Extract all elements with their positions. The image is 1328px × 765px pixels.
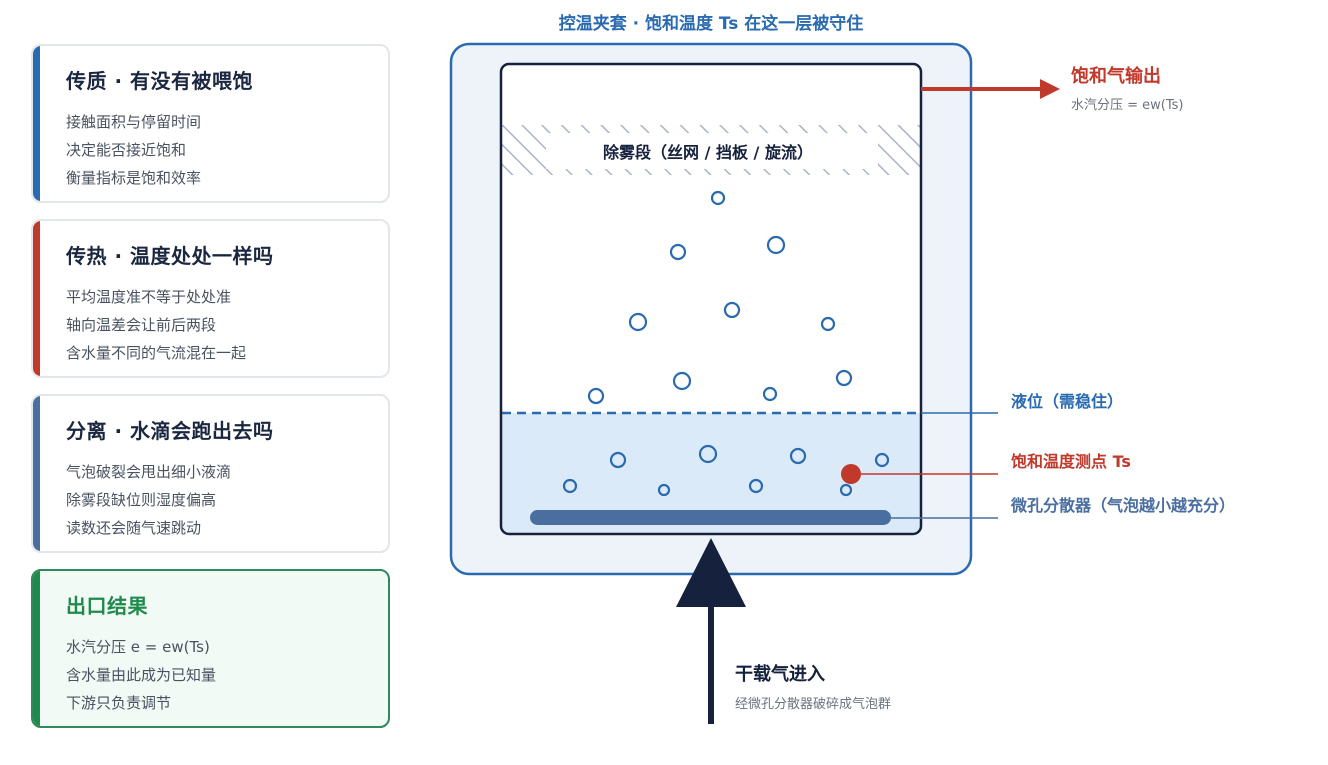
bubble xyxy=(562,478,578,494)
card-line: 含水量由此成为已知量 xyxy=(66,666,217,684)
card-line: 轴向温差会让前后两段 xyxy=(66,316,217,334)
card-line: 除雾段缺位则湿度偏高 xyxy=(66,491,217,509)
bubble xyxy=(820,316,836,332)
outlet-title: 饱和气输出 xyxy=(1071,65,1161,87)
card-line: 决定能否接近饱和 xyxy=(66,141,187,159)
bubble xyxy=(587,387,605,405)
demister-label-bg xyxy=(546,133,878,169)
bubble xyxy=(789,447,807,465)
vessel-outline xyxy=(499,62,923,536)
liquid-region xyxy=(502,413,920,533)
demister-label: 除雾段（丝网 / 挡板 / 旋流） xyxy=(603,143,813,162)
inlet-arrow-head xyxy=(676,538,746,607)
card-accent-bar xyxy=(33,571,40,726)
bubble xyxy=(609,451,627,469)
card-title: 出口结果 xyxy=(66,594,148,618)
outlet-arrow-head xyxy=(1040,79,1060,99)
sensor-label: 饱和温度测点 Ts xyxy=(1011,452,1131,471)
card-mass-transfer: 传质 · 有没有被喂饱 接触面积与停留时间 决定能否接近饱和 衡量指标是饱和效率 xyxy=(31,44,390,203)
card-line: 读数还会随气速跳动 xyxy=(66,519,202,537)
bubble xyxy=(698,444,718,464)
card-line: 水汽分压 e = ew(Ts) xyxy=(66,638,210,656)
card-outlet-result: 出口结果 水汽分压 e = ew(Ts) 含水量由此成为已知量 下游只负责调节 xyxy=(31,569,390,728)
card-accent-bar xyxy=(33,396,40,551)
card-line: 衡量指标是饱和效率 xyxy=(66,169,202,187)
inlet-subtitle: 经微孔分散器破碎成气泡群 xyxy=(735,696,891,712)
level-label: 液位（需稳住） xyxy=(1011,392,1123,411)
jacket-label: 控温夹套 · 饱和温度 Ts 在这一层被守住 xyxy=(559,13,864,34)
bubble xyxy=(669,243,687,261)
bubble xyxy=(672,371,692,391)
card-separation: 分离 · 水滴会跑出去吗 气泡破裂会甩出细小液滴 除雾段缺位则湿度偏高 读数还会… xyxy=(31,394,390,553)
bubble xyxy=(710,190,726,206)
bubble xyxy=(748,478,764,494)
card-line: 平均温度准不等于处处准 xyxy=(66,288,232,306)
bubble xyxy=(839,483,853,497)
bubble-group xyxy=(562,190,890,497)
temperature-sensor xyxy=(841,464,861,484)
card-title: 分离 · 水滴会跑出去吗 xyxy=(66,419,274,443)
bubble xyxy=(657,483,671,497)
inlet-title: 干载气进入 xyxy=(735,663,825,685)
card-title: 传热 · 温度处处一样吗 xyxy=(66,244,274,268)
card-line: 接触面积与停留时间 xyxy=(66,113,202,131)
card-line: 气泡破裂会甩出细小液滴 xyxy=(66,463,232,481)
diffuser-label: 微孔分散器（气泡越小越充分） xyxy=(1010,496,1235,515)
bubble xyxy=(874,452,890,468)
bubble xyxy=(766,235,786,255)
bubble xyxy=(723,301,741,319)
card-accent-bar xyxy=(33,46,40,201)
card-title: 传质 · 有没有被喂饱 xyxy=(66,69,254,93)
bubble xyxy=(762,386,778,402)
card-line: 含水量不同的气流混在一起 xyxy=(66,344,247,362)
card-heat-transfer: 传热 · 温度处处一样吗 平均温度准不等于处处准 轴向温差会让前后两段 含水量不… xyxy=(31,219,390,378)
card-line: 下游只负责调节 xyxy=(66,694,172,712)
outlet-subtitle: 水汽分压 = ew(Ts) xyxy=(1071,98,1184,113)
bubble xyxy=(835,369,853,387)
microporous-diffuser xyxy=(530,510,891,525)
bubble xyxy=(628,312,648,332)
card-accent-bar xyxy=(33,221,40,376)
